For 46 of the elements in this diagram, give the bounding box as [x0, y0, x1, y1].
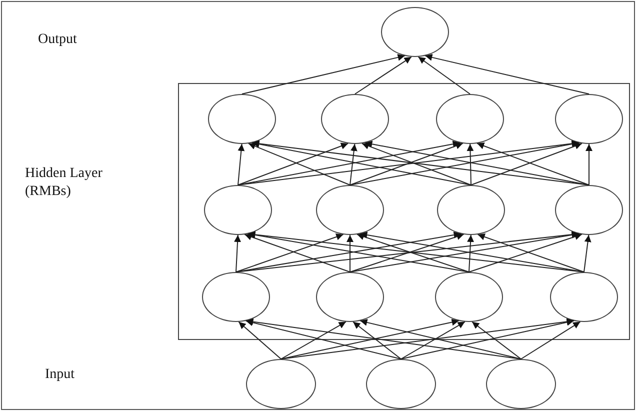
neuron-circle [246, 359, 316, 409]
arrow [586, 144, 592, 186]
neuron-circle [204, 184, 272, 235]
neuron-circle [550, 272, 618, 322]
neuron-circle [554, 94, 623, 144]
neuron-circle [316, 184, 384, 235]
arrow [280, 321, 346, 360]
neuron-circle [436, 184, 505, 235]
arrow [242, 54, 406, 94]
arrow [352, 321, 402, 360]
neuron-circle [366, 359, 436, 409]
arrow [280, 318, 460, 360]
arrow [350, 144, 358, 186]
layer-frame [178, 83, 630, 340]
arrow [520, 321, 581, 360]
arrow [360, 319, 522, 360]
arrow [584, 234, 592, 272]
arrow [472, 321, 522, 360]
arrow [400, 318, 574, 360]
neuron-circle [208, 94, 276, 144]
layer-label: Output [38, 31, 78, 49]
arrow [400, 321, 466, 360]
arrow [246, 318, 522, 360]
neuron-circle [316, 272, 384, 322]
arrow [466, 144, 474, 186]
neuron-circle [434, 272, 503, 322]
arrow [245, 319, 402, 360]
neuron-circle [320, 94, 389, 144]
arrow [280, 318, 574, 360]
arrow [354, 56, 412, 94]
arrow [424, 54, 590, 94]
arrow [234, 234, 242, 272]
arrow [346, 234, 354, 272]
arrow [238, 144, 245, 186]
neuron-circle [486, 359, 556, 409]
layer-label: Hidden Layer (RMBs) [25, 165, 104, 201]
neuron-circle [202, 272, 270, 322]
neuron-circle [436, 94, 504, 144]
arrow [418, 56, 470, 94]
neuron-circle [554, 184, 623, 235]
arrow [467, 234, 474, 272]
neuron-circle [381, 7, 449, 57]
layer-label: Input [45, 366, 76, 384]
arrow [362, 142, 472, 186]
arrow [238, 321, 282, 360]
arrow [350, 142, 464, 186]
